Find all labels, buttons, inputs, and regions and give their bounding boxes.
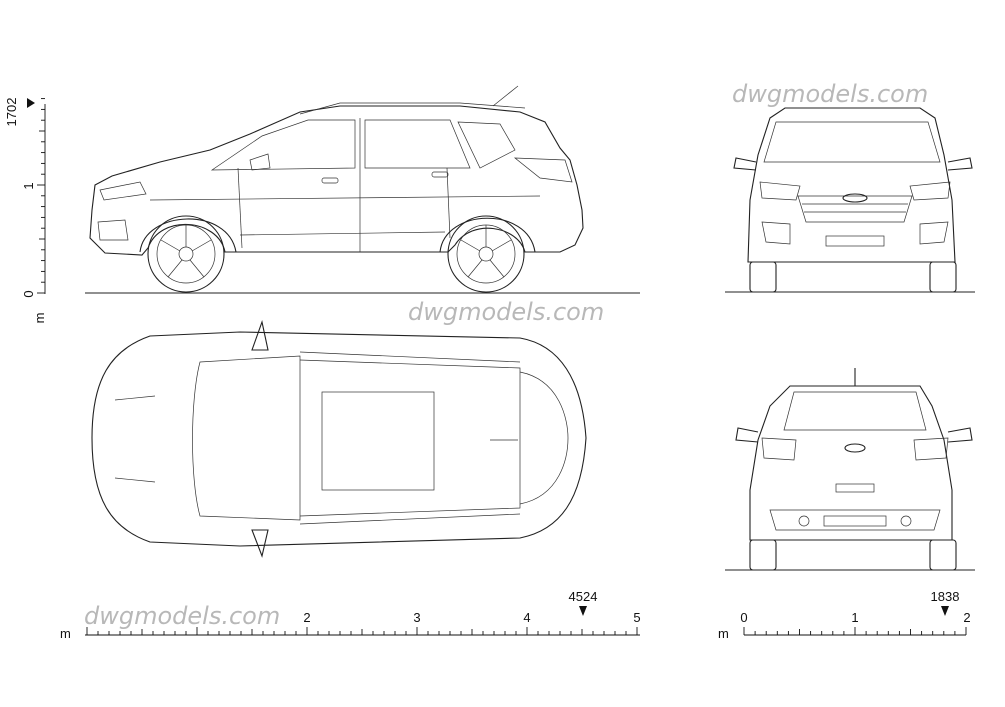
height-label-1: 1 <box>21 182 36 189</box>
rear-exhaust-right <box>900 515 912 527</box>
side-door-handle-front <box>321 177 339 184</box>
front-tire-left <box>749 261 777 293</box>
rear-tire-left <box>749 539 777 571</box>
watermark-bottom-left: dwgmodels.com <box>84 602 280 630</box>
top-windshield <box>192 355 301 521</box>
width-marker-arrow-icon <box>941 606 949 616</box>
side-door-line-rear <box>446 167 451 239</box>
length-label-2: 2 <box>303 610 310 625</box>
front-windshield <box>763 121 941 163</box>
side-view <box>85 85 640 294</box>
top-hood-lines <box>114 395 156 483</box>
rear-taillight-left <box>761 437 797 461</box>
top-view <box>91 319 587 558</box>
side-headlight <box>99 181 147 201</box>
height-scale: 1702 1 0 m <box>4 98 47 324</box>
rear-diffuser <box>823 515 887 527</box>
side-wheel-rear <box>447 215 525 293</box>
side-door-handle-rear <box>431 171 449 178</box>
rear-view <box>725 368 975 571</box>
front-mirror-right <box>947 157 973 171</box>
top-sunroof <box>321 391 435 491</box>
length-marker-arrow-icon <box>579 606 587 616</box>
top-rear-glass <box>519 371 569 505</box>
rear-handle <box>835 483 875 493</box>
length-label-5: 5 <box>633 610 640 625</box>
height-scale-ticks <box>37 98 45 294</box>
rear-mirror-left <box>735 427 759 443</box>
length-scale-ticks <box>86 627 638 635</box>
front-plate <box>825 235 885 247</box>
top-roof-rails <box>299 351 521 525</box>
side-antenna <box>492 85 519 107</box>
watermark-top-right: dwgmodels.com <box>732 80 928 108</box>
height-label-0: 0 <box>21 290 36 297</box>
side-sill-line <box>239 231 446 236</box>
rear-body-outline <box>749 385 953 541</box>
rear-bumper <box>769 509 941 531</box>
side-body-outline <box>89 105 584 256</box>
rear-window <box>783 391 927 431</box>
front-tire-right <box>929 261 957 293</box>
side-window-front <box>210 119 356 171</box>
width-unit: m <box>718 626 729 641</box>
front-fog-left <box>761 221 791 245</box>
side-arch-rear <box>439 217 536 253</box>
front-body-outline <box>747 107 956 263</box>
side-window-quarter <box>457 121 516 169</box>
side-roof-rail <box>299 102 526 115</box>
front-fog-right <box>919 221 949 245</box>
rear-tire-right <box>929 539 957 571</box>
front-view <box>725 107 975 293</box>
top-mirror-right <box>251 529 269 558</box>
side-window-rear <box>364 119 471 169</box>
rear-mirror-right <box>947 427 973 443</box>
side-wheel-front <box>147 215 225 293</box>
length-label-4: 4 <box>523 610 530 625</box>
height-marker-label: 1702 <box>4 98 19 127</box>
front-mirror-left <box>733 157 757 171</box>
top-body-outline <box>91 331 587 547</box>
width-scale-ticks <box>743 627 967 635</box>
side-taillight <box>513 157 573 183</box>
watermark-center: dwgmodels.com <box>408 298 604 326</box>
height-unit: m <box>32 313 47 324</box>
side-arch-front <box>139 218 237 253</box>
front-headlight-right <box>909 181 951 201</box>
side-door-line-front <box>237 167 243 249</box>
front-grille <box>797 195 913 223</box>
side-character-line <box>149 195 541 201</box>
width-scale: m 0 1 2 1838 <box>718 589 971 641</box>
width-label-0: 0 <box>740 610 747 625</box>
width-label-2: 2 <box>963 610 970 625</box>
front-logo <box>842 193 868 203</box>
front-headlight-left <box>759 181 801 201</box>
height-marker-arrow-icon <box>27 98 35 108</box>
width-label-1: 1 <box>851 610 858 625</box>
rear-taillight-right <box>913 437 949 461</box>
length-label-3: 3 <box>413 610 420 625</box>
width-marker-label: 1838 <box>931 589 960 604</box>
length-marker-label: 4524 <box>569 589 598 604</box>
top-roof <box>299 359 521 517</box>
rear-logo <box>844 443 866 453</box>
top-mirror-left <box>251 319 269 351</box>
side-fog-light <box>97 219 129 241</box>
side-mirror <box>249 153 271 171</box>
rear-exhaust-left <box>798 515 810 527</box>
length-unit: m <box>60 626 71 641</box>
length-scale: m 2 3 4 5 4524 <box>60 589 641 641</box>
